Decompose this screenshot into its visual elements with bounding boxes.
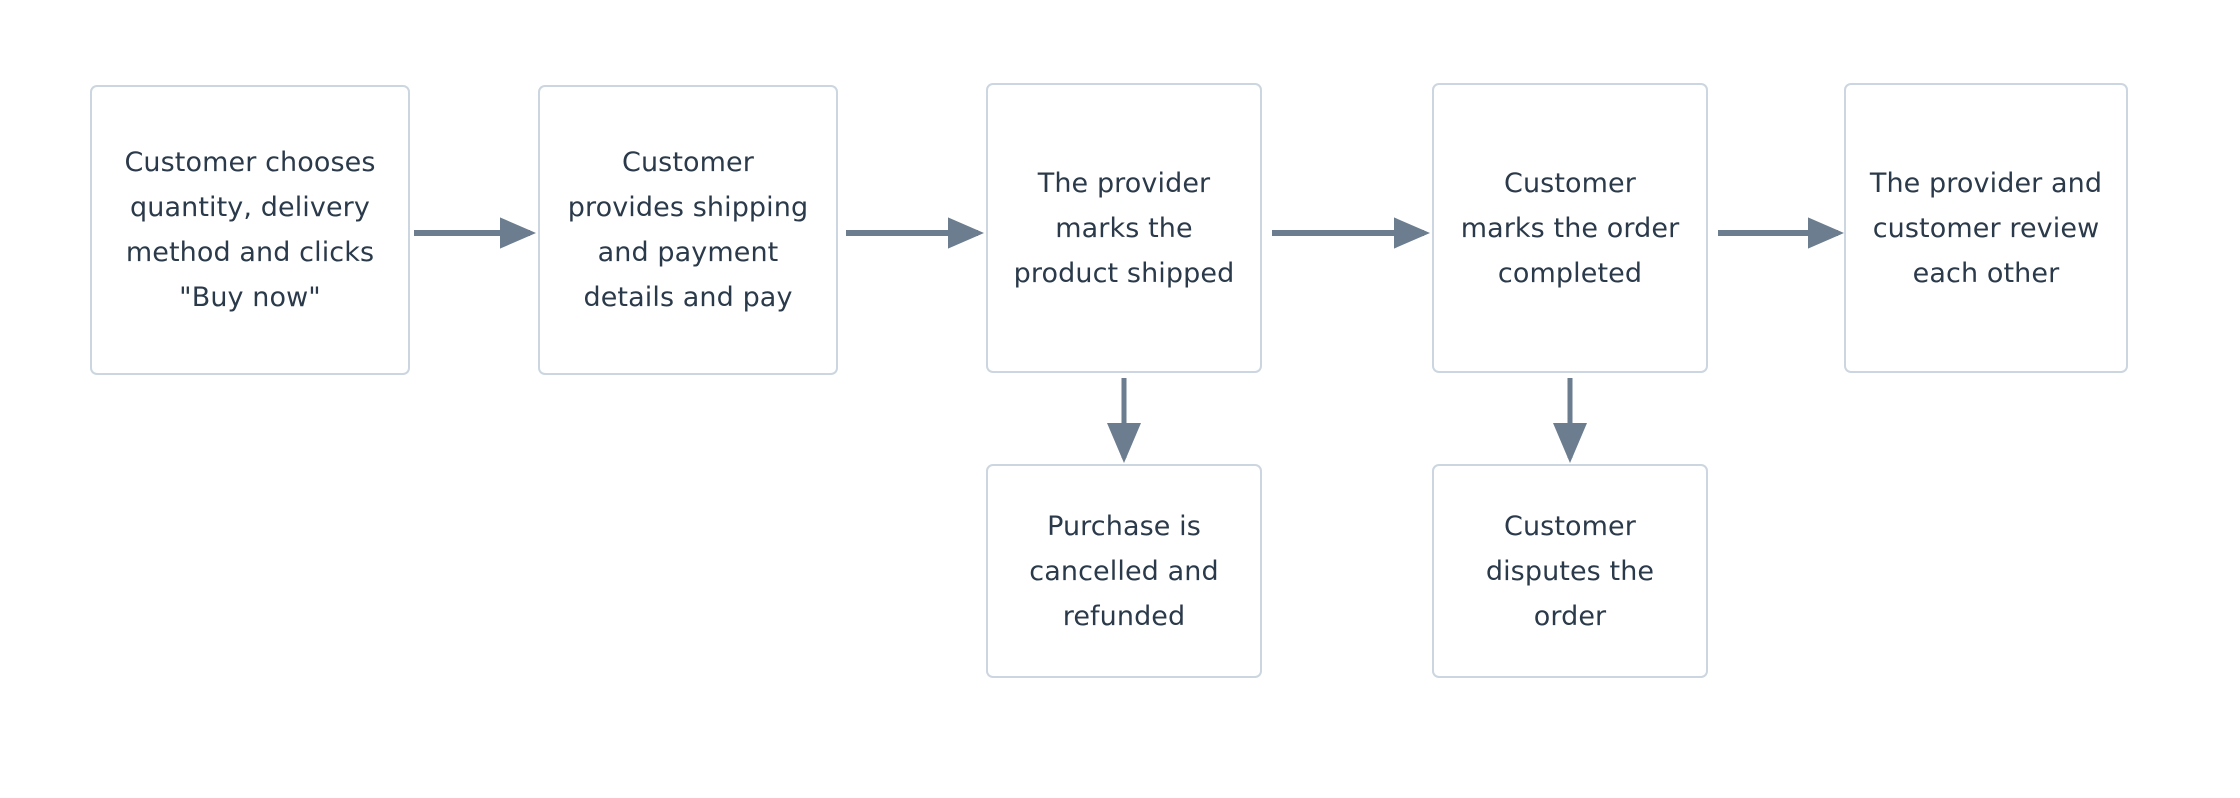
flow-node[interactable]: Customer disputes the order: [1432, 464, 1708, 678]
flow-node[interactable]: The provider marks the product shipped: [986, 83, 1262, 373]
flow-node[interactable]: Customer chooses quantity, delivery meth…: [90, 85, 410, 375]
flow-node-label: Customer disputes the order: [1485, 510, 1655, 632]
flow-node-label: The provider and customer review each ot…: [1869, 167, 2103, 289]
flow-node[interactable]: Customer provides shipping and payment d…: [538, 85, 838, 375]
flow-node-label: Purchase is cancelled and refunded: [1029, 510, 1219, 632]
flow-node-label: Customer provides shipping and payment d…: [567, 147, 809, 313]
flow-node-label: Customer marks the order completed: [1460, 167, 1680, 289]
flow-node[interactable]: The provider and customer review each ot…: [1844, 83, 2128, 373]
flow-node-label: The provider marks the product shipped: [1013, 167, 1235, 289]
flow-node-label: Customer chooses quantity, delivery meth…: [124, 147, 376, 313]
flow-node[interactable]: Purchase is cancelled and refunded: [986, 464, 1262, 678]
flow-node[interactable]: Customer marks the order completed: [1432, 83, 1708, 373]
